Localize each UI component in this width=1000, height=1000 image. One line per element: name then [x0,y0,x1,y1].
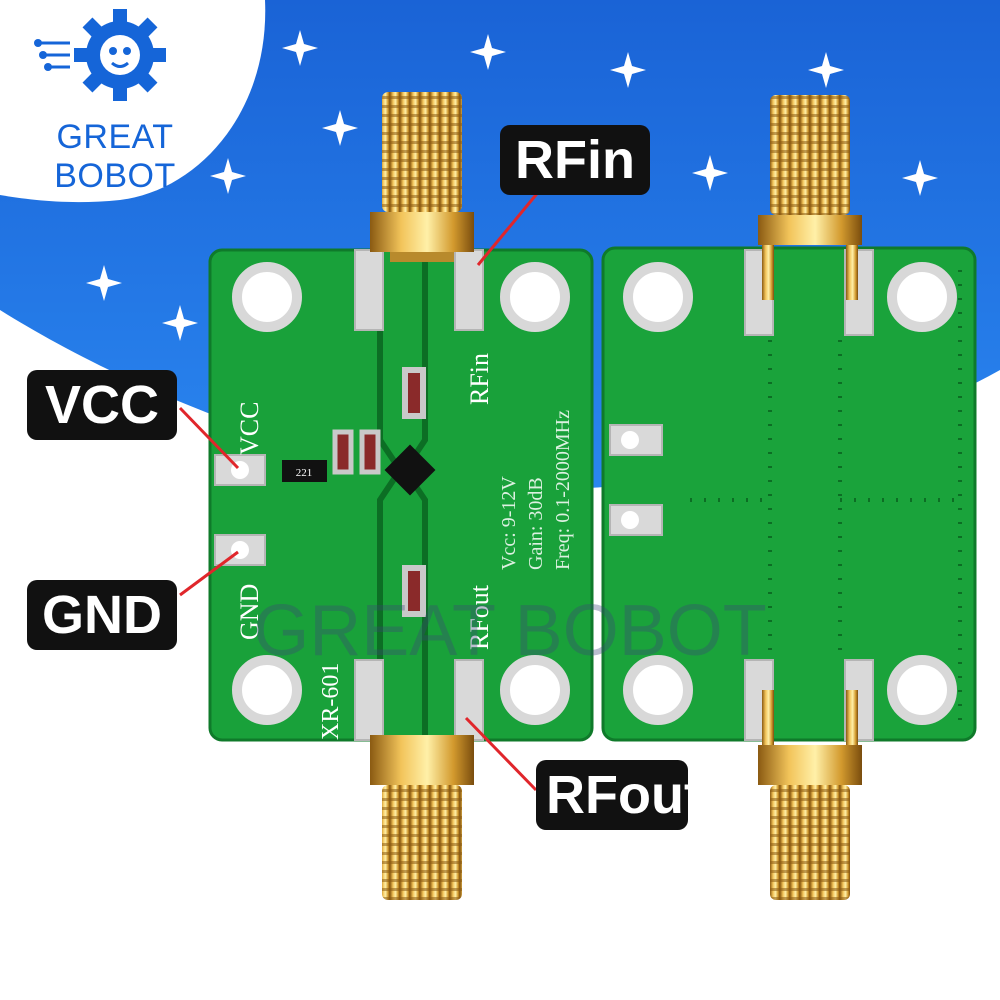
resistor-code: 221 [296,467,313,479]
brand-name: GREAT BOBOT [54,118,176,195]
back-pcb [601,246,977,742]
rfin-pointer [476,189,542,266]
spec-freq: Freq: 0.1-2000MHz [552,410,574,570]
callout-rfout: RFout [536,760,702,830]
callout-gnd: GND [27,580,177,650]
sma-connector-top [370,92,474,262]
sma-connector-back-bottom [758,690,862,900]
watermark-text: GREAT BOBOT [253,591,767,671]
silk-model: XR-601 [318,663,344,740]
spec-vcc: Vcc: 9-12V [498,476,520,570]
silk-vcc: VCC [235,402,264,455]
callout-rfin: RFin [500,125,650,195]
logo-corner [0,0,266,203]
silk-gnd: GND [235,584,264,640]
sma-connector-back-top [758,95,862,300]
spec-gain: Gain: 30dB [525,477,547,570]
sma-connector-bottom [370,735,474,900]
silk-rfout: RFout [465,584,494,650]
gnd-pointer [179,550,239,597]
vcc-pointer [178,406,240,470]
silk-rfin: RFin [465,353,494,405]
rfout-pointer [464,716,538,792]
callout-vcc: VCC [27,370,177,440]
